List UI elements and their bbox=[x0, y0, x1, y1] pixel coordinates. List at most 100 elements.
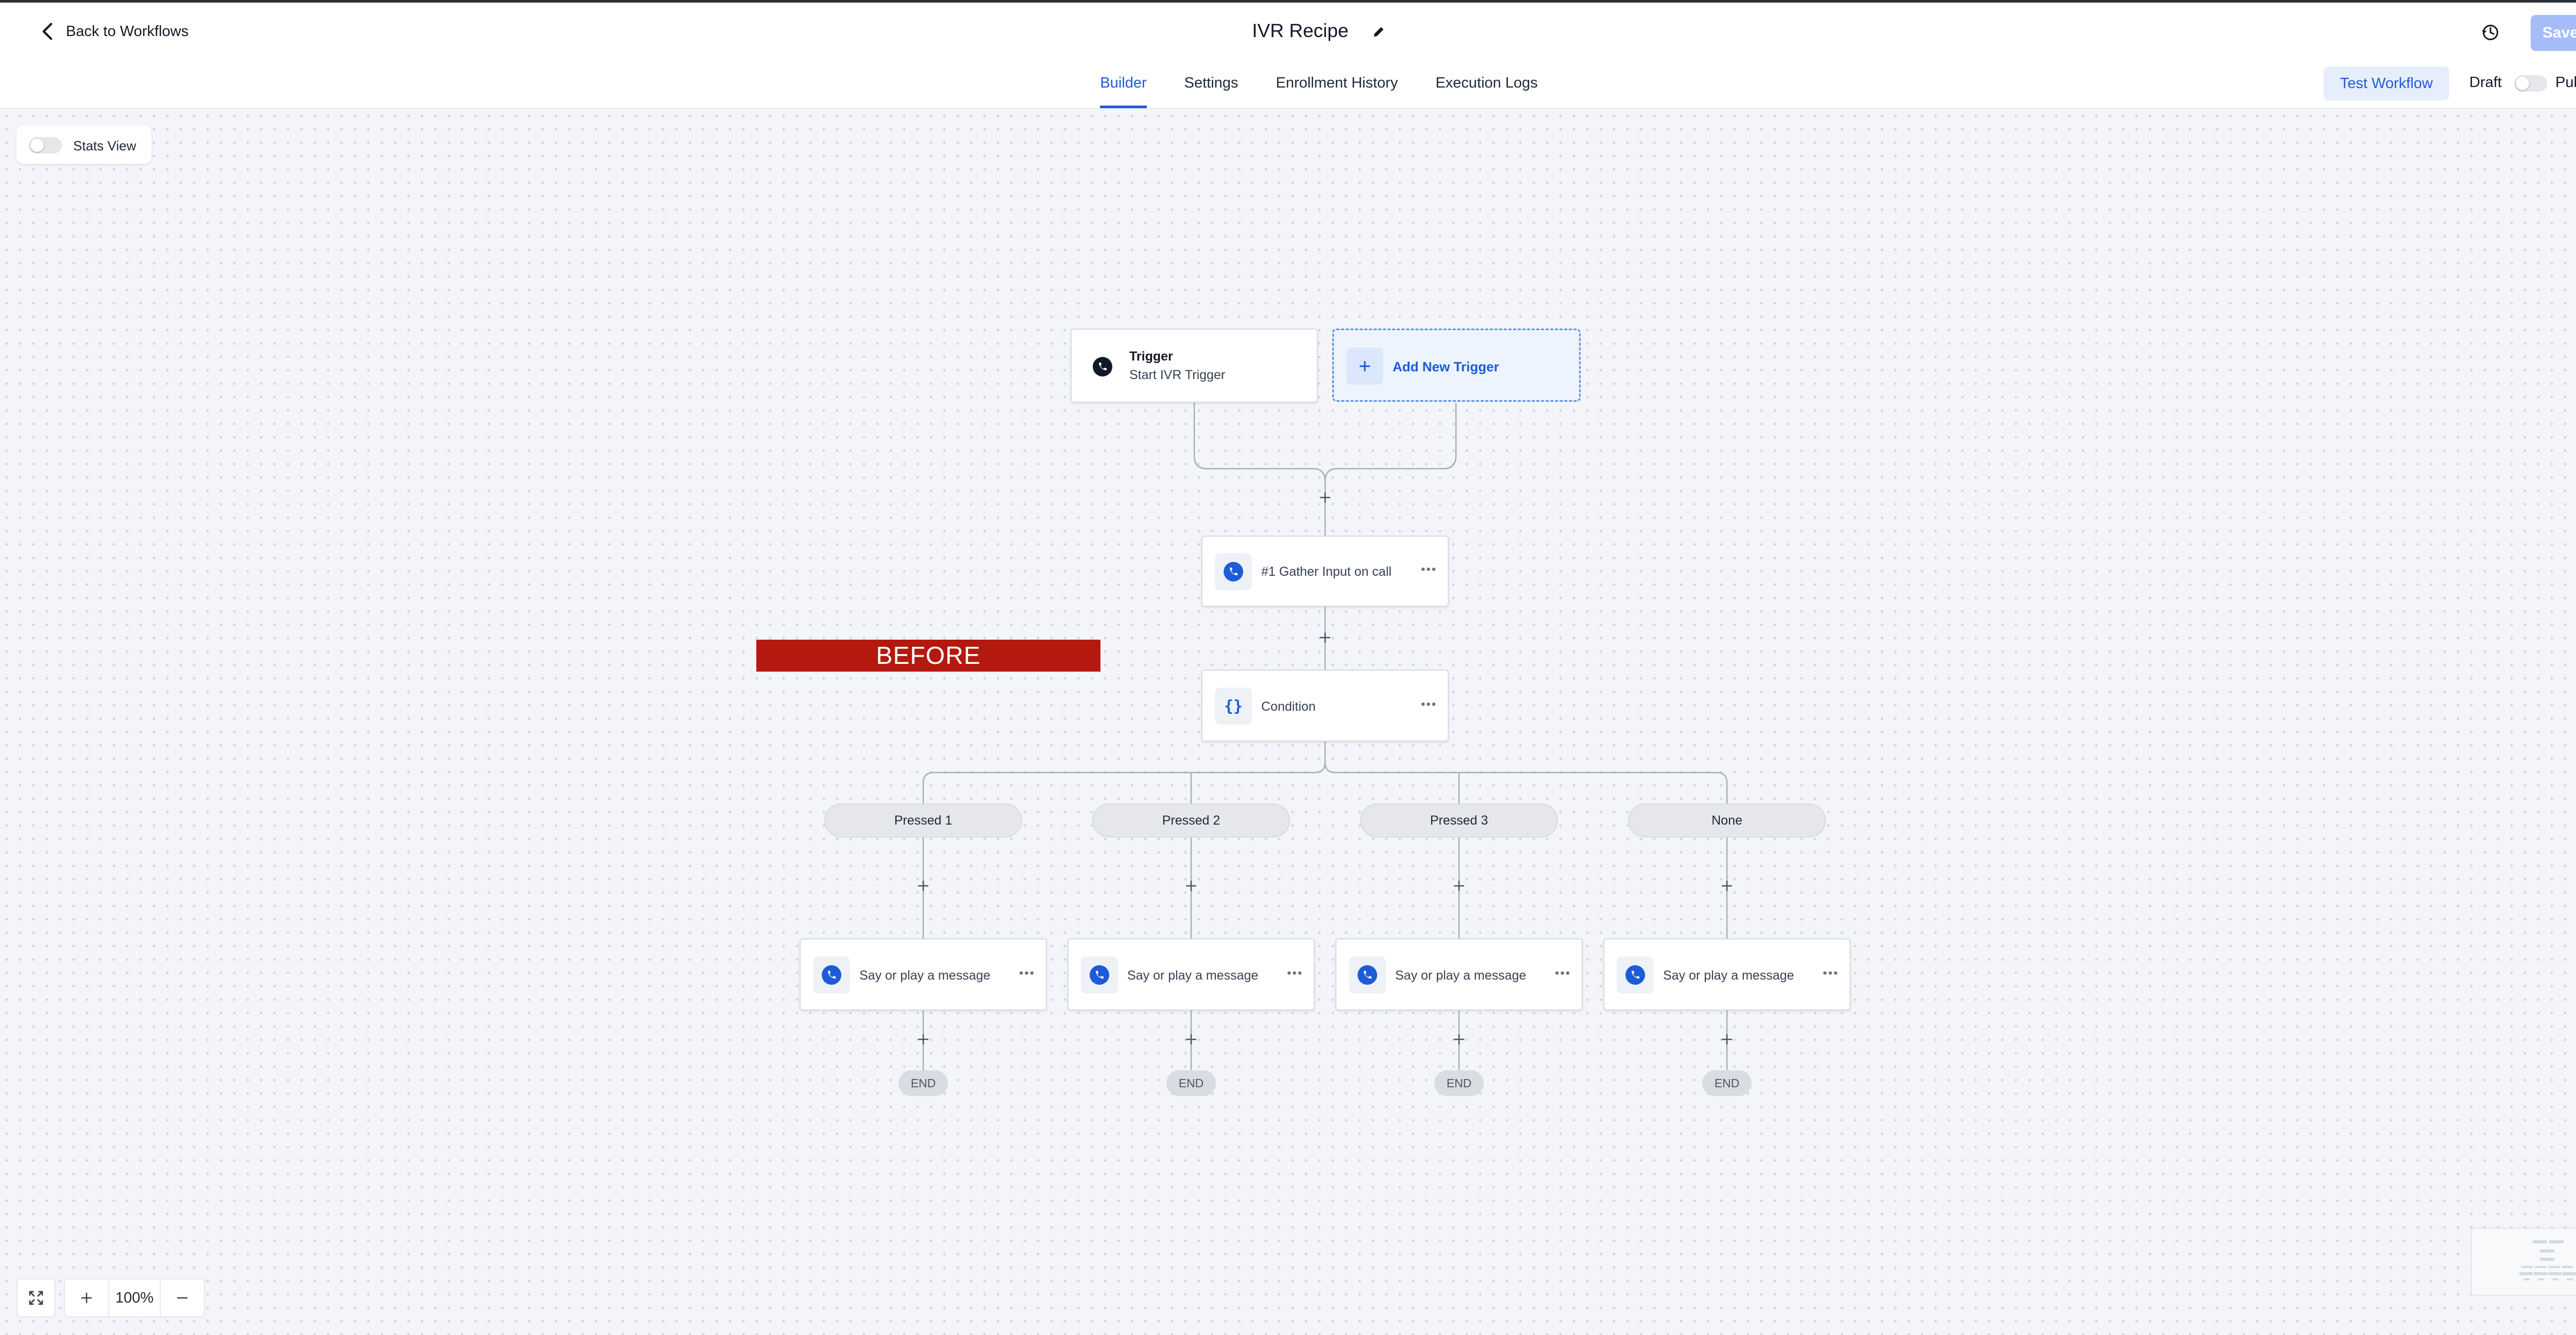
workflow-canvas[interactable] bbox=[0, 109, 2576, 1335]
zoom-level: 100% bbox=[108, 1279, 161, 1316]
publish-toggle[interactable] bbox=[2514, 75, 2547, 92]
add-step-button[interactable] bbox=[1181, 876, 1201, 896]
say-message-node[interactable]: Say or play a message ••• bbox=[1603, 938, 1851, 1011]
test-workflow-button[interactable]: Test Workflow bbox=[2324, 66, 2449, 100]
more-options-icon[interactable]: ••• bbox=[1823, 966, 1839, 980]
expand-icon bbox=[29, 1291, 43, 1305]
condition-label: Condition bbox=[1261, 699, 1316, 714]
zoom-controls: 100% bbox=[64, 1278, 205, 1317]
say-message-label: Say or play a message bbox=[1395, 968, 1527, 983]
add-step-button[interactable] bbox=[1315, 487, 1335, 508]
tab-settings[interactable]: Settings bbox=[1184, 75, 1239, 91]
add-step-button[interactable] bbox=[1315, 627, 1335, 648]
minimap[interactable] bbox=[2471, 1228, 2576, 1296]
phone-icon bbox=[1224, 562, 1243, 581]
stats-view-toggle[interactable] bbox=[29, 137, 62, 153]
phone-icon-wrap bbox=[1215, 553, 1252, 590]
draft-label: Draft bbox=[2469, 74, 2502, 91]
plus-icon bbox=[1454, 1034, 1464, 1045]
top-bar: Back to Workflows IVR Recipe Saved bbox=[0, 0, 2576, 58]
end-marker: END bbox=[1166, 1070, 1216, 1096]
gather-input-label: #1 Gather Input on call bbox=[1261, 564, 1392, 579]
page-title: IVR Recipe bbox=[1252, 20, 1349, 41]
phone-icon bbox=[1625, 965, 1645, 985]
gather-input-node[interactable]: #1 Gather Input on call ••• bbox=[1201, 536, 1449, 607]
branch-pressed-3[interactable]: Pressed 3 bbox=[1360, 803, 1558, 837]
braces-icon: {} bbox=[1224, 697, 1243, 715]
plus-icon bbox=[1186, 1034, 1196, 1045]
history-icon[interactable] bbox=[2481, 23, 2500, 42]
phone-icon bbox=[1093, 357, 1112, 376]
say-message-node[interactable]: Say or play a message ••• bbox=[1335, 938, 1583, 1011]
trigger-title: Trigger bbox=[1129, 349, 1173, 364]
phone-icon-wrap bbox=[1084, 348, 1121, 385]
add-step-button[interactable] bbox=[1449, 1029, 1469, 1050]
publish-label: Publish bbox=[2555, 74, 2576, 91]
phone-icon-wrap bbox=[1349, 956, 1386, 994]
fit-to-screen-button[interactable] bbox=[16, 1278, 56, 1317]
branch-none[interactable]: None bbox=[1628, 803, 1826, 837]
say-message-label: Say or play a message bbox=[1127, 968, 1259, 983]
plus-icon bbox=[81, 1293, 92, 1303]
phone-icon bbox=[1090, 965, 1109, 985]
plus-icon bbox=[1186, 881, 1196, 891]
braces-icon-wrap: {} bbox=[1215, 688, 1252, 725]
add-step-button[interactable] bbox=[1717, 1029, 1737, 1050]
saved-button[interactable]: Saved bbox=[2531, 15, 2576, 51]
trigger-node[interactable]: Trigger Start IVR Trigger bbox=[1071, 329, 1318, 403]
plus-icon bbox=[1320, 632, 1330, 643]
plus-icon bbox=[1320, 492, 1330, 503]
minus-icon bbox=[177, 1297, 188, 1299]
add-step-button[interactable] bbox=[913, 1029, 934, 1050]
end-marker: END bbox=[1434, 1070, 1484, 1096]
more-options-icon[interactable]: ••• bbox=[1421, 562, 1437, 576]
more-options-icon[interactable]: ••• bbox=[1019, 966, 1036, 980]
nav-bar: Builder Settings Enrollment History Exec… bbox=[0, 58, 2576, 109]
end-marker: END bbox=[899, 1070, 948, 1096]
page-title-wrap: IVR Recipe bbox=[0, 20, 2576, 42]
plus-icon bbox=[918, 1034, 928, 1045]
say-message-node[interactable]: Say or play a message ••• bbox=[800, 938, 1047, 1011]
phone-icon bbox=[822, 965, 841, 985]
add-step-button[interactable] bbox=[1717, 876, 1737, 896]
zoom-in-button[interactable] bbox=[65, 1279, 108, 1316]
zoom-out-button[interactable] bbox=[161, 1279, 204, 1316]
plus-icon bbox=[918, 881, 928, 891]
add-new-trigger-button[interactable]: Add New Trigger bbox=[1332, 329, 1581, 402]
add-step-button[interactable] bbox=[1449, 876, 1469, 896]
pencil-icon[interactable] bbox=[1371, 25, 1386, 39]
add-step-button[interactable] bbox=[913, 876, 934, 896]
more-options-icon[interactable]: ••• bbox=[1421, 697, 1437, 711]
trigger-subtitle: Start IVR Trigger bbox=[1129, 368, 1226, 382]
more-options-icon[interactable]: ••• bbox=[1555, 966, 1571, 980]
say-message-node[interactable]: Say or play a message ••• bbox=[1067, 938, 1315, 1011]
say-message-label: Say or play a message bbox=[859, 968, 991, 983]
before-annotation: BEFORE bbox=[756, 640, 1100, 672]
tab-enrollment-history[interactable]: Enrollment History bbox=[1276, 75, 1398, 91]
add-new-trigger-label: Add New Trigger bbox=[1393, 359, 1499, 374]
say-message-label: Say or play a message bbox=[1663, 968, 1794, 983]
back-label: Back to Workflows bbox=[66, 23, 189, 40]
plus-icon-wrap bbox=[1346, 348, 1383, 385]
phone-icon bbox=[1358, 965, 1377, 985]
branch-pressed-1[interactable]: Pressed 1 bbox=[824, 803, 1022, 837]
tab-list: Builder Settings Enrollment History Exec… bbox=[0, 58, 2576, 108]
minimap-preview bbox=[2519, 1240, 2576, 1280]
stats-view-control: Stats View bbox=[16, 126, 151, 164]
chevron-left-icon bbox=[42, 23, 53, 40]
condition-node[interactable]: {} Condition ••• bbox=[1201, 670, 1449, 742]
branch-pressed-2[interactable]: Pressed 2 bbox=[1092, 803, 1290, 837]
tab-execution-logs[interactable]: Execution Logs bbox=[1435, 75, 1538, 91]
end-marker: END bbox=[1702, 1070, 1752, 1096]
add-step-button[interactable] bbox=[1181, 1029, 1201, 1050]
plus-icon bbox=[1722, 881, 1732, 891]
plus-icon bbox=[1360, 361, 1370, 371]
phone-icon-wrap bbox=[1081, 956, 1118, 994]
back-to-workflows-link[interactable]: Back to Workflows bbox=[40, 22, 189, 41]
stats-view-label: Stats View bbox=[73, 138, 137, 153]
tab-builder[interactable]: Builder bbox=[1100, 58, 1147, 108]
plus-icon bbox=[1722, 1034, 1732, 1045]
phone-icon-wrap bbox=[813, 956, 850, 994]
more-options-icon[interactable]: ••• bbox=[1287, 966, 1303, 980]
